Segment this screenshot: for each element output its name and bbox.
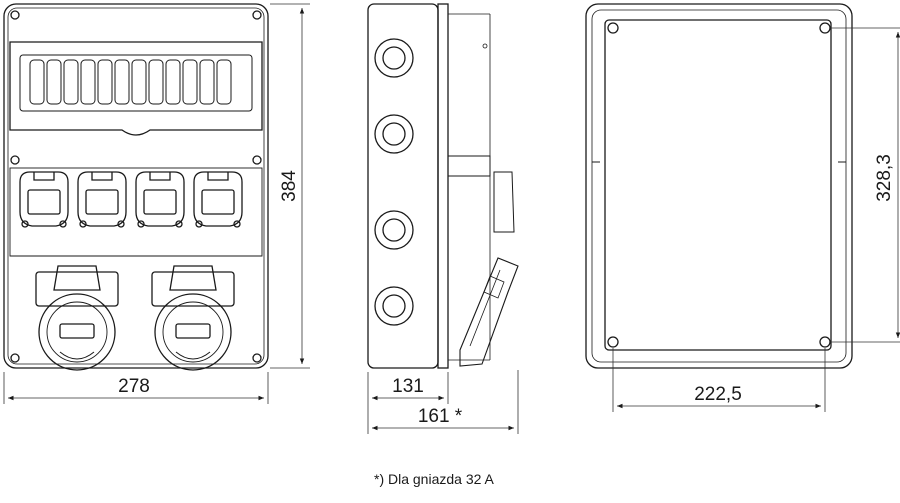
front-view [3, 3, 269, 371]
back-width-label: 222,5 [694, 384, 742, 405]
industrial-socket-2 [151, 265, 235, 371]
mounting-hole-icon [607, 22, 619, 34]
front-dimension-lines [3, 3, 310, 404]
front-height-label: 384 [279, 170, 300, 202]
socket-side-profile [447, 155, 491, 177]
angled-socket-profile [459, 257, 519, 367]
back-height-label: 328,3 [874, 154, 895, 202]
back-dimension-lines [612, 27, 900, 412]
cable-gland-3 [374, 210, 414, 250]
cable-gland-2 [374, 114, 414, 154]
footnote: *) Dla gniazda 32 A [374, 471, 495, 487]
cable-gland-4 [374, 286, 414, 326]
corner-screw-icon [10, 10, 20, 20]
small-socket-3 [135, 171, 185, 228]
side-enclosure-outline [367, 3, 439, 369]
side-depth-label: 131 [392, 376, 424, 397]
back-view [585, 3, 853, 369]
side-view [367, 3, 519, 369]
breaker-window [9, 41, 263, 136]
small-socket-2 [77, 171, 127, 228]
cable-gland-1 [374, 38, 414, 78]
back-enclosure-outline [585, 3, 853, 369]
small-socket-4 [193, 171, 243, 228]
breaker-modules [29, 59, 232, 105]
small-socket-1 [19, 171, 69, 228]
front-width-label: 278 [118, 376, 150, 397]
front-enclosure-outline [3, 3, 269, 369]
side-depth-socket-label: 161 * [418, 406, 463, 427]
mounting-plate [604, 19, 832, 351]
industrial-socket-1 [35, 265, 119, 371]
side-dimension-lines [367, 370, 519, 434]
